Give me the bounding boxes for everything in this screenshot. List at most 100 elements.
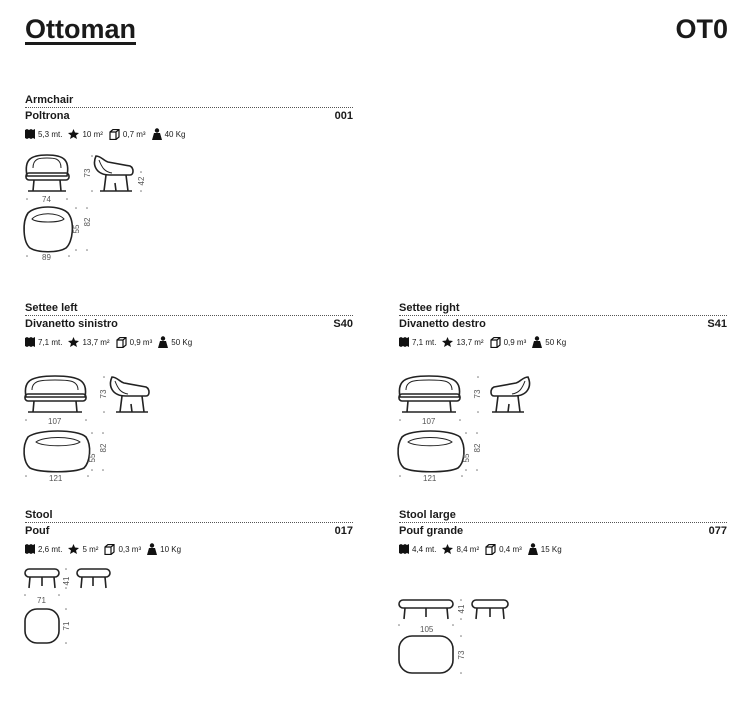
spec-fabric: 5,3 mt.: [25, 129, 62, 139]
product-code: S40: [333, 318, 353, 330]
spec-fabric: 2,6 mt.: [25, 544, 62, 554]
dim-height: 41: [457, 604, 466, 613]
dim-width: 107: [48, 417, 62, 426]
settee-right-side-view: 73: [473, 376, 531, 413]
divider: [399, 315, 727, 316]
spec-volume: 0,3 m³: [104, 543, 141, 555]
leather-icon: [442, 337, 454, 347]
product-name-en: Settee right: [399, 302, 460, 314]
dim-width: 74: [42, 195, 51, 204]
leather-icon: [68, 337, 80, 347]
box-icon: [104, 543, 116, 555]
fabric-icon: [25, 129, 35, 139]
spec-volume: 0,4 m³: [485, 543, 522, 555]
box-icon: [489, 336, 501, 348]
spec-weight: 15 Kg: [527, 543, 562, 555]
dim-depth: 82: [83, 217, 92, 226]
product-stool-large: Stool large Pouf grande 077 4,4 mt. 8,4 …: [399, 509, 727, 555]
settee-left-front-view: 107: [24, 375, 87, 426]
stool-large-plan-view: 73: [398, 635, 466, 674]
spec-weight: 50 Kg: [532, 336, 566, 348]
settee-right-front-view: 107: [398, 375, 461, 426]
product-code: S41: [707, 318, 727, 330]
dim-seat-depth: 55: [88, 453, 97, 462]
box-icon: [115, 336, 127, 348]
product-code: 001: [334, 110, 353, 122]
weight-icon: [527, 543, 538, 555]
divider: [399, 522, 727, 523]
box-icon: [109, 128, 120, 140]
dim-width: 105: [420, 625, 434, 634]
fabric-icon: [25, 544, 35, 554]
product-armchair: Armchair Poltrona 001 5,3 mt. 10 m² 0,7 …: [25, 94, 353, 140]
spec-leather: 10 m²: [68, 129, 103, 139]
spec-volume: 0,7 m³: [109, 128, 146, 140]
stool-large-side-view: [471, 599, 509, 620]
product-name-it: Poltrona: [25, 110, 70, 122]
weight-icon: [158, 336, 169, 348]
spec-weight: 50 Kg: [158, 336, 192, 348]
dim-width: 107: [422, 417, 436, 426]
divider: [25, 315, 353, 316]
dim-height: 41: [62, 576, 71, 585]
product-code: 077: [708, 525, 727, 537]
fabric-icon: [25, 337, 35, 347]
armchair-front-view: 74: [25, 154, 70, 204]
spec-fabric: 4,4 mt.: [399, 544, 436, 554]
stool-plan-view: 71: [24, 608, 71, 644]
spec-weight: 10 Kg: [147, 543, 181, 555]
page-title: Ottoman: [25, 14, 136, 44]
product-settee-left: Settee left Divanetto sinistro S40 7,1 m…: [25, 302, 353, 348]
spec-volume: 0,9 m³: [489, 336, 526, 348]
dim-depth: 82: [99, 443, 108, 452]
spec-list: 4,4 mt. 8,4 m² 0,4 m³ 15 Kg: [399, 543, 727, 555]
product-name-en: Stool large: [399, 509, 456, 521]
weight-icon: [147, 543, 158, 555]
product-settee-right: Settee right Divanetto destro S41 7,1 mt…: [399, 302, 727, 348]
spec-weight: 40 Kg: [151, 128, 185, 140]
product-code: 017: [334, 525, 353, 537]
spec-list: 5,3 mt. 10 m² 0,7 m³ 40 Kg: [25, 128, 353, 140]
weight-icon: [151, 128, 162, 140]
dim-height: 73: [83, 168, 92, 177]
spec-list: 7,1 mt. 13,7 m² 0,9 m³ 50 Kg: [25, 336, 353, 348]
product-name-it: Pouf: [25, 525, 50, 537]
product-name-it: Pouf grande: [399, 525, 464, 537]
dim-seat-height: 42: [137, 176, 146, 185]
spec-list: 2,6 mt. 5 m² 0,3 m³ 10 Kg: [25, 543, 353, 555]
dim-plan-width: 121: [49, 474, 63, 483]
product-name-it: Divanetto destro: [399, 318, 486, 330]
leather-icon: [442, 544, 454, 554]
settee-left-plan-view: 55 82 121: [23, 430, 108, 483]
product-stool: Stool Pouf 017 2,6 mt. 5 m² 0,3 m³ 10 Kg: [25, 509, 353, 555]
dim-seat-depth: 55: [72, 224, 81, 233]
spec-leather: 13,7 m²: [442, 337, 484, 347]
stool-front-view: 71 41: [24, 568, 71, 605]
product-name-it: Divanetto sinistro: [25, 318, 118, 330]
product-name-en: Stool: [25, 509, 53, 521]
settee-left-side-view: 73: [99, 376, 150, 413]
spec-fabric: 7,1 mt.: [25, 337, 62, 347]
spec-leather: 13,7 m²: [68, 337, 110, 347]
divider: [25, 107, 353, 108]
spec-leather: 8,4 m²: [442, 544, 479, 554]
product-name-en: Settee left: [25, 302, 78, 314]
box-icon: [485, 543, 496, 555]
stool-side-view: [76, 568, 111, 589]
dim-plan-width: 89: [42, 253, 51, 262]
dim-height: 73: [99, 389, 108, 398]
stool-large-front-view: 105 41: [398, 599, 466, 634]
dim-depth: 73: [457, 650, 466, 659]
dim-seat-depth: 55: [462, 453, 471, 462]
settee-right-plan-view: 55 82 121: [397, 430, 482, 483]
armchair-side-view: 73 42: [83, 155, 146, 192]
dim-height: 73: [473, 389, 482, 398]
collection-code: OT0: [675, 14, 728, 44]
fabric-icon: [399, 337, 409, 347]
spec-list: 7,1 mt. 13,7 m² 0,9 m³ 50 Kg: [399, 336, 727, 348]
